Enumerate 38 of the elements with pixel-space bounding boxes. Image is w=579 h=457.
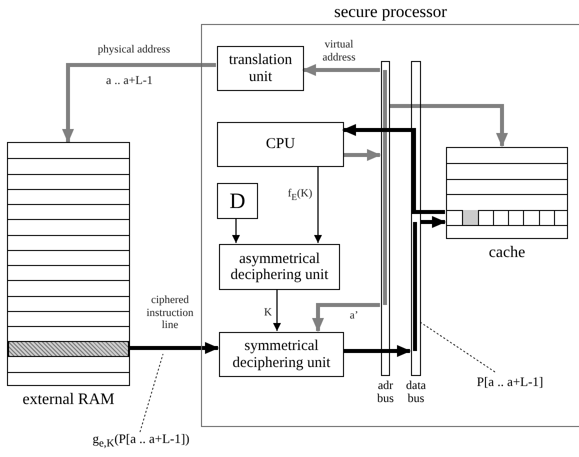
arrow <box>343 149 381 161</box>
arrow <box>62 63 216 143</box>
unit-box <box>217 46 304 91</box>
arrow <box>343 345 411 357</box>
unit-label: symmetrical deciphering unit <box>232 338 332 371</box>
edge-label: virtual address <box>322 38 356 64</box>
block-label: cache <box>488 244 526 262</box>
block-label: adr bus <box>376 379 395 406</box>
frame-title: secure processor <box>334 3 447 22</box>
unit-box <box>217 122 344 167</box>
edge-label: K <box>263 306 273 320</box>
address-range-label: a .. a+L-1 <box>106 73 153 88</box>
arrow <box>232 218 240 243</box>
arrow <box>302 64 380 76</box>
unit-box <box>219 332 344 377</box>
unit-label: D <box>228 188 246 214</box>
arrow <box>312 303 380 332</box>
unit-label: asymmetrical deciphering unit <box>230 250 330 284</box>
edge-label: ciphered instruction line <box>145 294 195 332</box>
edge-label: physical address <box>96 44 172 56</box>
edge-label: f$_{E}$(K) <box>286 188 314 202</box>
formula-text: P[a .. a+L-1] <box>467 373 553 391</box>
arrow <box>342 124 445 214</box>
unit-box <box>217 183 258 219</box>
block-label: data bus <box>405 379 427 406</box>
arrow <box>273 289 281 331</box>
formula-text: g$_{e,K}$(P[a .. a+L-1]) <box>78 432 204 450</box>
arrow <box>420 216 446 228</box>
unit-label: translation unit <box>228 52 294 85</box>
unit-box <box>219 244 340 290</box>
edge-label: a’ <box>348 310 360 322</box>
leader-line <box>420 322 496 372</box>
block-label: external RAM <box>22 391 114 409</box>
unit-label: CPU <box>264 136 296 153</box>
arrow <box>130 342 219 354</box>
leader-line <box>140 354 164 432</box>
arrow <box>314 166 322 243</box>
arrow <box>389 104 508 147</box>
